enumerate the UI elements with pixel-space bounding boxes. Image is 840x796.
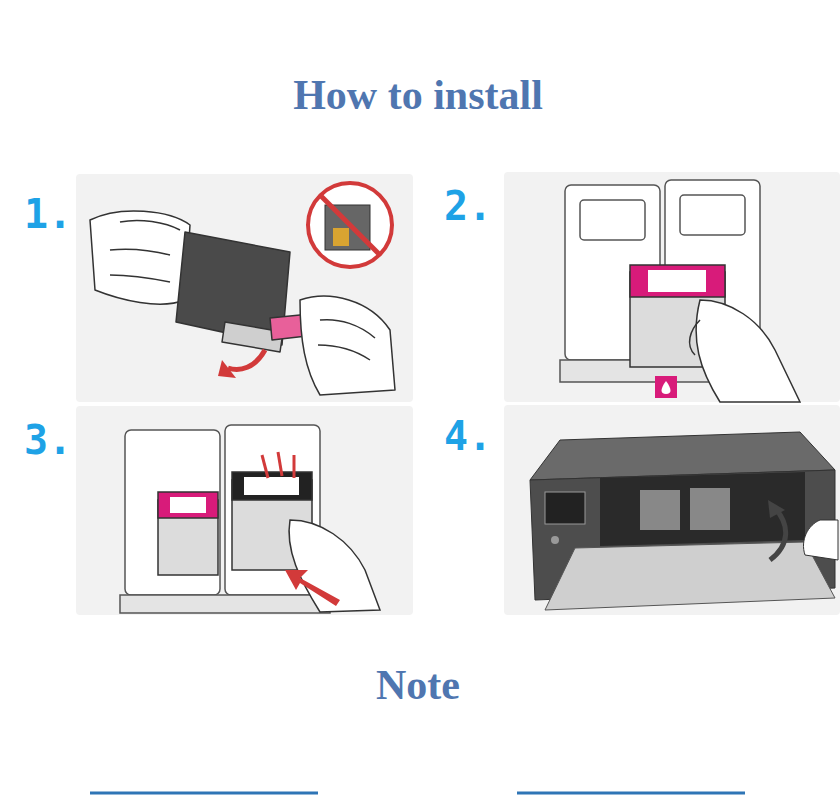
step-number: 4. xyxy=(444,413,492,459)
step-number: 3. xyxy=(24,417,72,463)
section-heading: Note xyxy=(376,661,460,709)
step-number: 1. xyxy=(24,191,72,237)
page-title: How to install xyxy=(293,71,543,119)
step-number: 2. xyxy=(444,183,492,229)
